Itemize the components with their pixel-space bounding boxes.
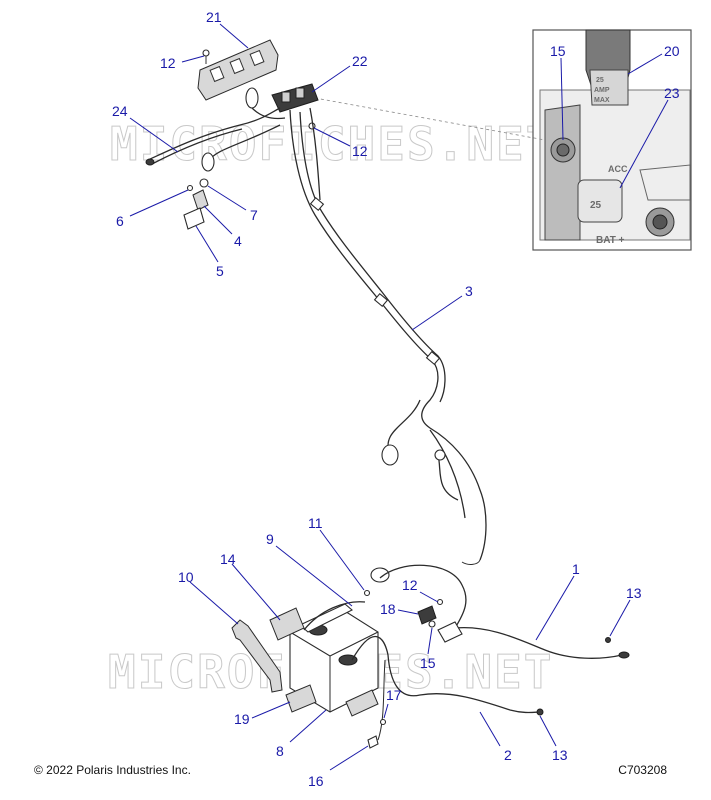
watermark-top: MICROFICHES.NET [110, 117, 555, 172]
part-pad-14 [269, 607, 305, 641]
callout-19: 19 [234, 701, 291, 727]
callout-6: 6 [116, 189, 189, 229]
part-terminal-18 [417, 605, 437, 625]
part-boot [370, 567, 390, 583]
callout-15-bottom: 15 [420, 627, 436, 671]
svg-text:12: 12 [402, 577, 418, 593]
callout-5: 5 [195, 225, 224, 279]
part-harness-3 [289, 107, 487, 565]
callout-17: 17 [383, 687, 402, 719]
svg-text:19: 19 [234, 711, 250, 727]
callout-18: 18 [380, 601, 419, 617]
callout-20: 20 [627, 43, 680, 75]
part-connector-4 [192, 189, 209, 211]
part-harness-24 [145, 87, 286, 172]
callout-23: 23 [619, 85, 680, 189]
screw-12-top [202, 49, 210, 64]
part-pad-19 [285, 684, 317, 713]
svg-text:2: 2 [504, 747, 512, 763]
inset-detail: 25 AMP MAX ACC 25 BAT + [532, 29, 692, 251]
part-bracket-5 [183, 207, 205, 230]
part-fuse-block-22 [271, 83, 319, 113]
callout-12-bottom: 12 [402, 577, 439, 603]
svg-text:7: 7 [250, 207, 258, 223]
callout-13-right: 13 [609, 585, 642, 637]
callout-24: 24 [112, 103, 179, 153]
callout-7: 7 [207, 185, 258, 223]
svg-text:22: 22 [352, 53, 368, 69]
part-nut-13-right [605, 637, 611, 643]
svg-text:23: 23 [664, 85, 680, 101]
callout-1: 1 [535, 561, 580, 641]
svg-text:10: 10 [178, 569, 194, 585]
svg-text:17: 17 [386, 687, 402, 703]
svg-text:9: 9 [266, 531, 274, 547]
callout-9: 9 [266, 531, 353, 607]
part-nut-7 [199, 178, 209, 188]
svg-text:15: 15 [420, 655, 436, 671]
svg-text:1: 1 [572, 561, 580, 577]
callout-14: 14 [220, 551, 281, 621]
diagram-code: C703208 [618, 763, 667, 777]
part-screw-11 [363, 589, 371, 597]
callout-13-bottom: 13 [539, 715, 568, 763]
copyright-text: © 2022 Polaris Industries Inc. [34, 763, 191, 777]
part-nut-15-bottom [428, 620, 436, 628]
svg-text:20: 20 [664, 43, 680, 59]
callout-12-top: 12 [160, 55, 205, 71]
callout-10: 10 [178, 569, 239, 625]
svg-text:MICROFICHES.NET: MICROFICHES.NET [110, 117, 555, 171]
svg-text:11: 11 [308, 515, 323, 531]
part-battery-8 [289, 603, 379, 713]
svg-text:6: 6 [116, 213, 124, 229]
callout-11: 11 [308, 515, 365, 591]
svg-text:13: 13 [626, 585, 642, 601]
part-terminal-16 [367, 735, 379, 749]
svg-text:ACC: ACC [608, 164, 628, 174]
svg-text:16: 16 [308, 773, 324, 789]
svg-text:3: 3 [465, 283, 473, 299]
svg-text:21: 21 [206, 9, 222, 25]
svg-text:12: 12 [160, 55, 176, 71]
callout-4: 4 [203, 205, 242, 249]
svg-text:13: 13 [552, 747, 568, 763]
svg-text:5: 5 [216, 263, 224, 279]
svg-text:4: 4 [234, 233, 242, 249]
callout-12-mid: 12 [313, 127, 368, 159]
svg-text:12: 12 [352, 143, 368, 159]
callout-22: 22 [311, 53, 368, 93]
callout-16: 16 [308, 745, 369, 789]
svg-text:25: 25 [596, 77, 604, 84]
part-screw-17 [379, 718, 387, 726]
part-strap-9 [303, 601, 366, 631]
callout-15-inset: 15 [550, 43, 566, 141]
part-cable-2 [351, 635, 544, 741]
callout-21: 21 [206, 9, 249, 49]
svg-text:25: 25 [590, 200, 602, 211]
svg-text:8: 8 [276, 743, 284, 759]
part-screw-6 [186, 184, 194, 192]
svg-text:BAT +: BAT + [596, 235, 625, 246]
callout-8: 8 [276, 709, 327, 759]
part-pad-battery [345, 689, 379, 717]
part-bracket-10 [231, 619, 283, 693]
svg-text:15: 15 [550, 43, 566, 59]
callout-3: 3 [411, 283, 473, 331]
callout-2: 2 [479, 711, 512, 763]
svg-text:MAX: MAX [594, 97, 610, 104]
svg-text:18: 18 [380, 601, 396, 617]
svg-text:AMP: AMP [594, 87, 610, 94]
svg-text:24: 24 [112, 103, 128, 119]
svg-text:14: 14 [220, 551, 236, 567]
part-screw-12-bottom [436, 598, 444, 606]
part-bracket-21 [197, 39, 279, 101]
part-cable-1 [379, 564, 630, 659]
